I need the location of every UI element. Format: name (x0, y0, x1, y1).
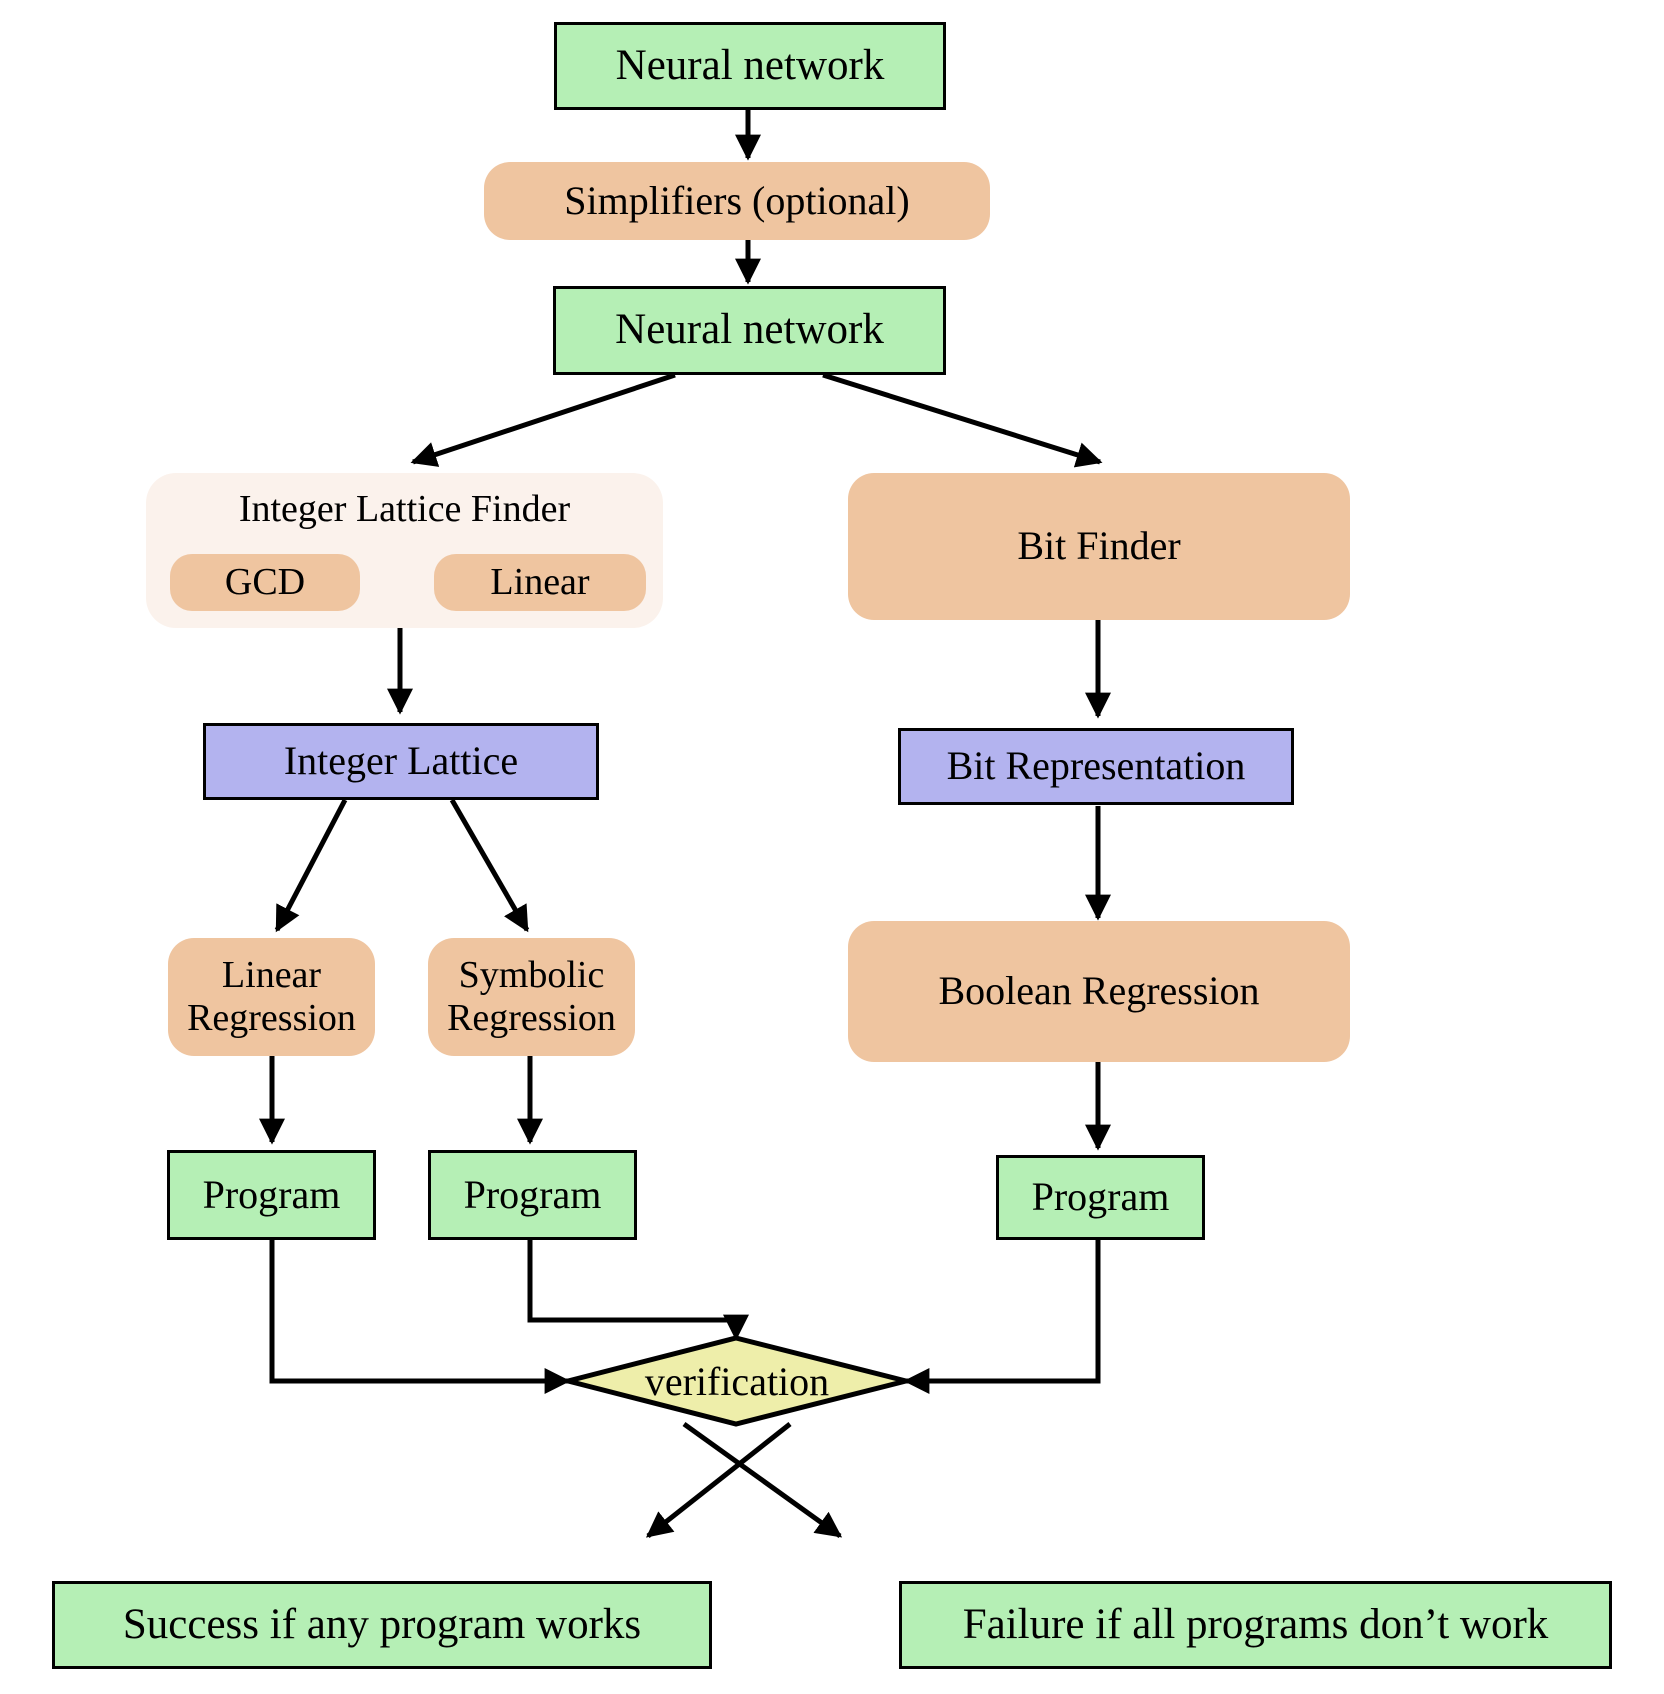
edge-nn-second-to-bit-finder (822, 372, 1103, 468)
node-program-right[interactable]: Program (996, 1155, 1205, 1240)
node-neural-network-second[interactable]: Neural network (553, 286, 946, 375)
node-label: Program (202, 1171, 341, 1217)
node-label-line1: Linear (221, 954, 322, 997)
node-label: Program (463, 1171, 602, 1217)
node-gcd[interactable]: GCD (170, 554, 360, 611)
node-label: GCD (224, 561, 306, 604)
node-label-line2: Regression (187, 997, 356, 1039)
node-label: Simplifiers (optional) (564, 177, 910, 223)
node-label: Integer Lattice (283, 738, 519, 784)
node-label: Bit Representation (946, 743, 1246, 789)
node-label: Success if any program works (122, 1600, 642, 1648)
node-label-line1: Symbolic (458, 954, 605, 997)
node-program-middle[interactable]: Program (428, 1150, 637, 1240)
edge-verification-to-failure (682, 1421, 843, 1539)
node-neural-network-top[interactable]: Neural network (554, 22, 946, 110)
edge-verification-to-success (645, 1422, 792, 1538)
node-bit-representation[interactable]: Bit Representation (898, 728, 1294, 805)
edge-nn-second-to-lattice-finder (410, 372, 676, 467)
node-simplifiers[interactable]: Simplifiers (optional) (484, 162, 990, 240)
node-success[interactable]: Success if any program works (52, 1581, 712, 1669)
group-integer-lattice-finder[interactable]: Integer Lattice Finder GCD Linear (146, 473, 663, 628)
group-title-integer-lattice-finder: Integer Lattice Finder (238, 488, 571, 530)
node-bit-finder[interactable]: Bit Finder (848, 473, 1350, 620)
node-program-left[interactable]: Program (167, 1150, 376, 1240)
node-label: Neural network (615, 41, 885, 89)
node-boolean-regression[interactable]: Boolean Regression (848, 921, 1350, 1062)
node-integer-lattice[interactable]: Integer Lattice (203, 723, 599, 800)
edge-integer-lattice-to-linear-regression (274, 798, 348, 933)
edge-integer-lattice-to-symbolic-regression (449, 798, 530, 933)
node-label: Failure if all programs don’t work (962, 1600, 1549, 1648)
edge-program-left-to-verification (269, 1240, 571, 1394)
node-symbolic-regression[interactable]: Symbolic Regression (428, 938, 635, 1056)
node-failure[interactable]: Failure if all programs don’t work (899, 1581, 1612, 1669)
node-linear[interactable]: Linear (434, 554, 646, 611)
node-label: verification (644, 1358, 830, 1404)
edge-program-right-to-verification (903, 1240, 1101, 1394)
node-label: Bit Finder (1017, 523, 1181, 569)
node-linear-regression[interactable]: Linear Regression (168, 938, 375, 1056)
node-label-line2: Regression (447, 997, 616, 1039)
node-label: Linear (490, 561, 590, 604)
node-label: Boolean Regression (938, 968, 1260, 1014)
node-label: Neural network (615, 306, 884, 354)
edge-program-middle-to-verification (527, 1240, 749, 1341)
node-label: Program (1031, 1174, 1170, 1220)
node-verification[interactable]: verification (568, 1338, 906, 1424)
